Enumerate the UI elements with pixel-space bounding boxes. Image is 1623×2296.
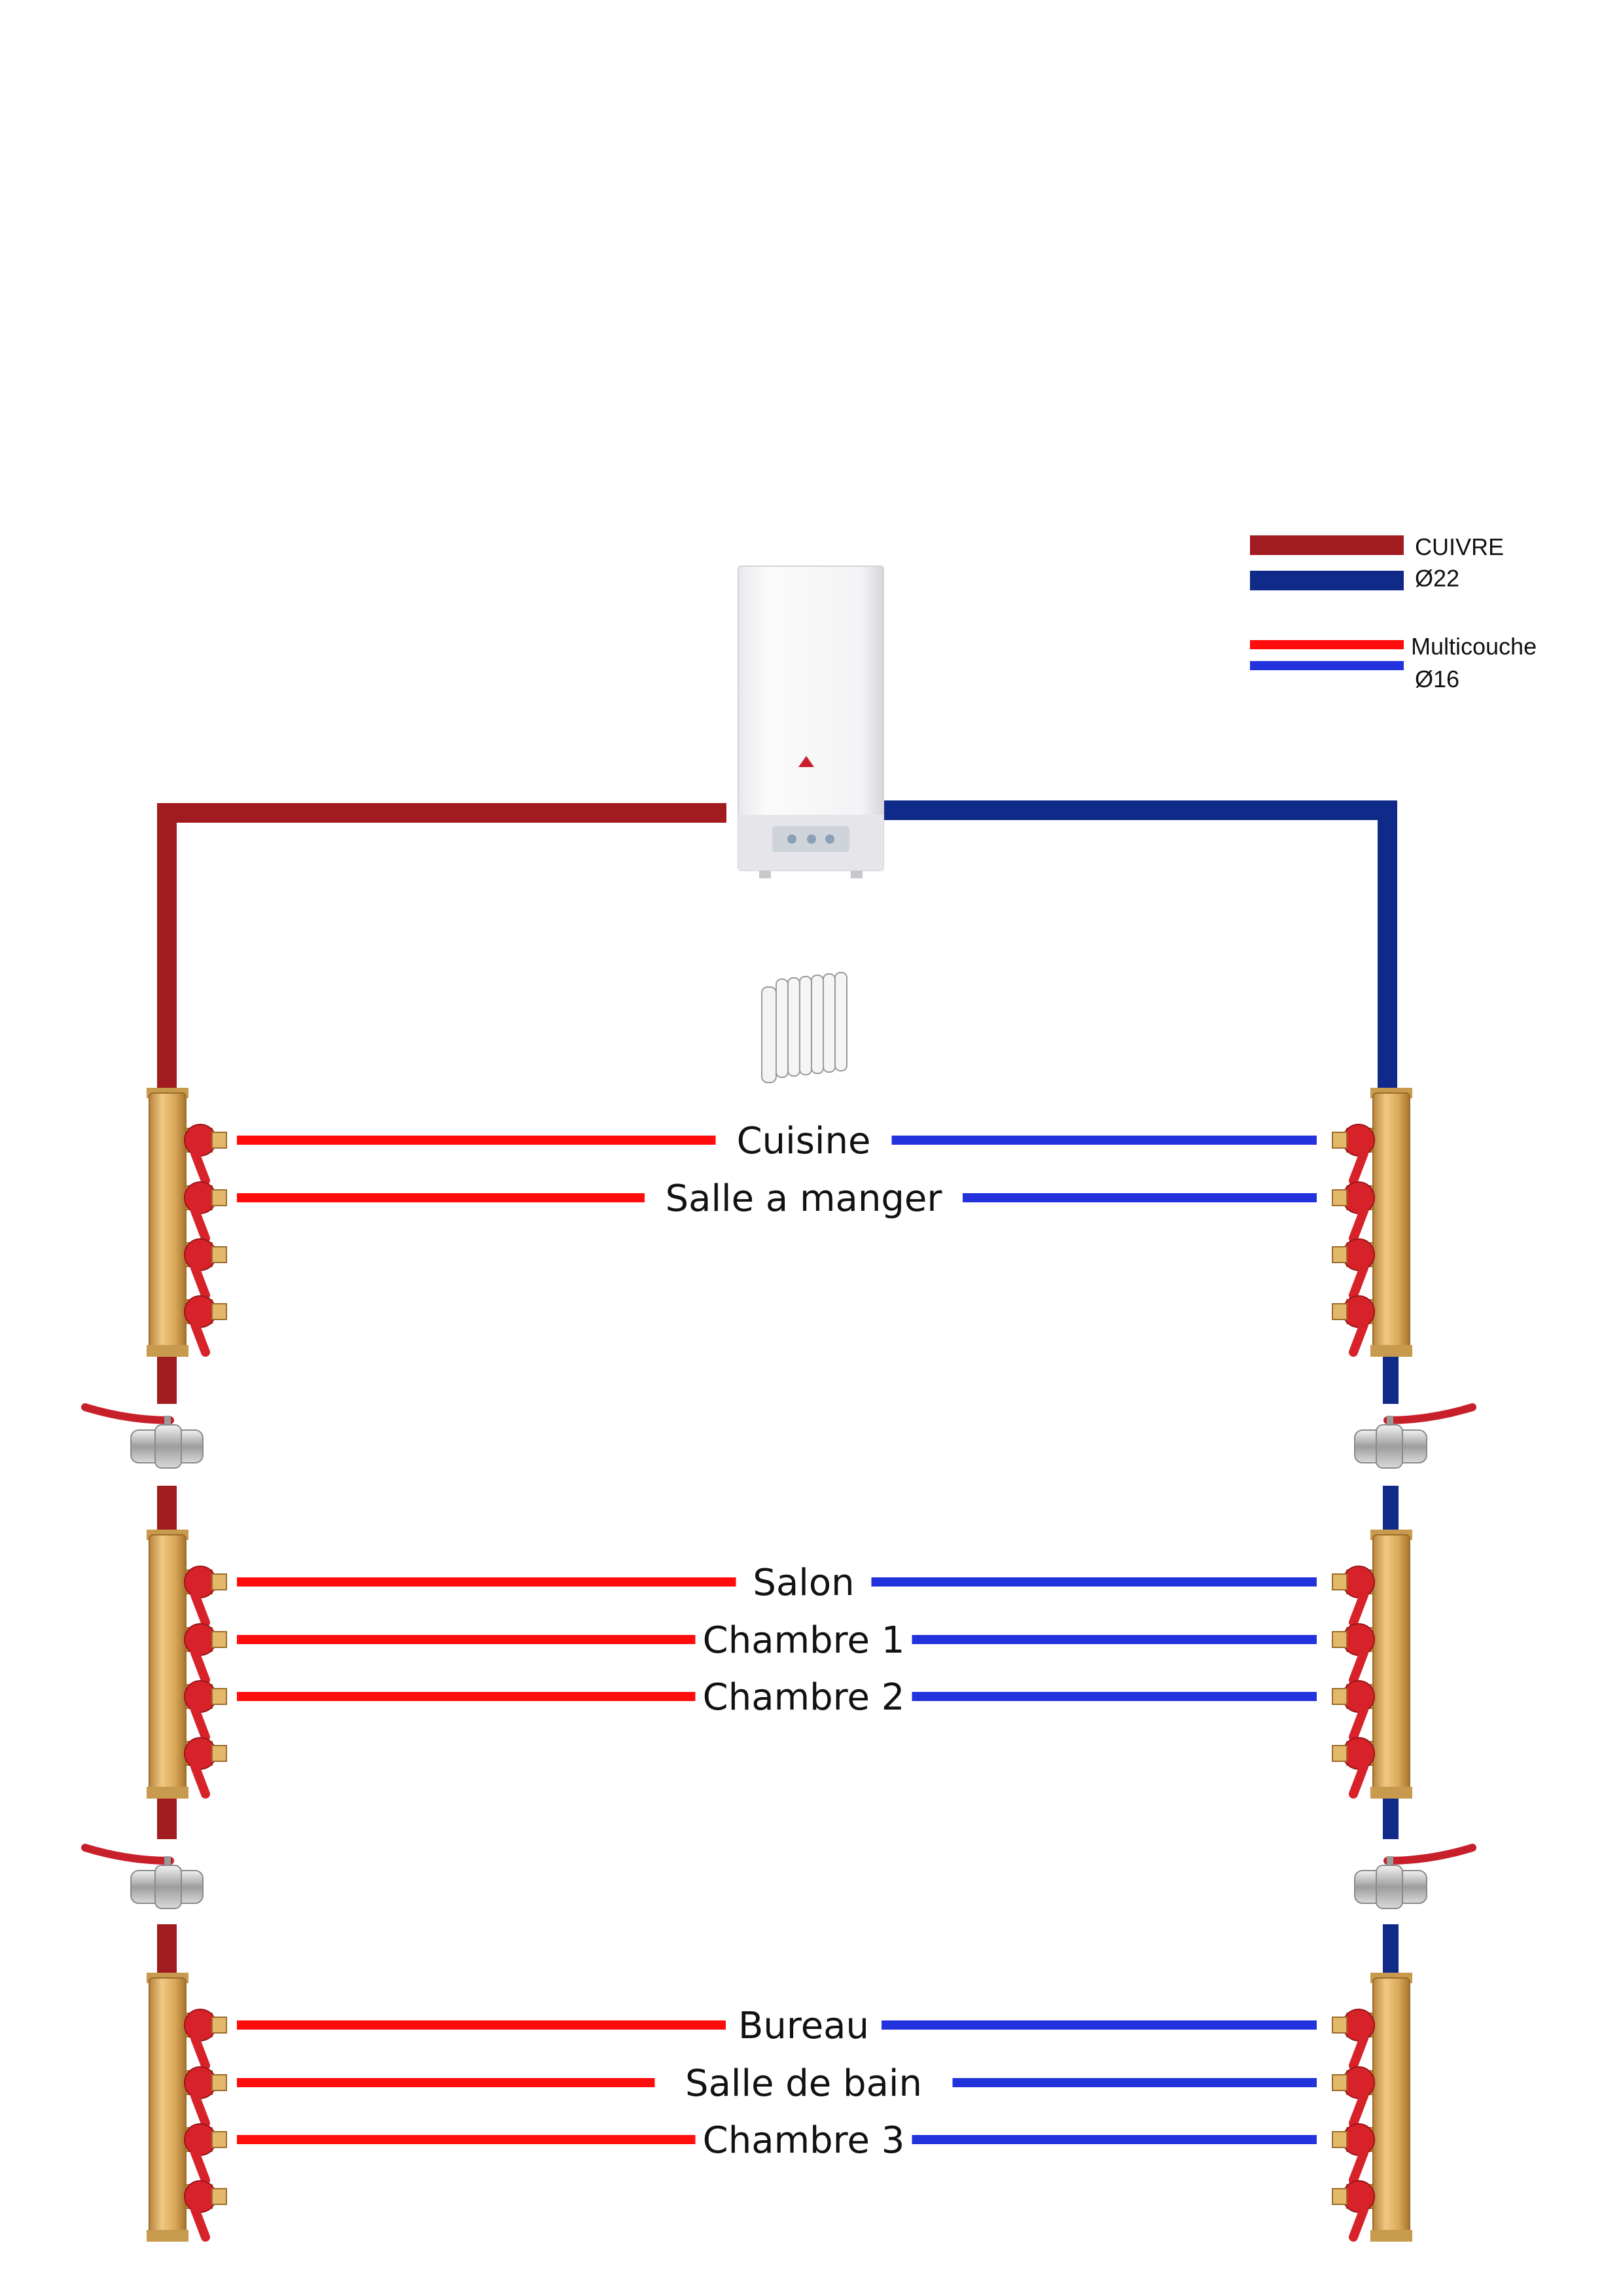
ball-valve-icon	[1354, 1403, 1476, 1469]
room-label: Chambre 3	[703, 2119, 905, 2162]
manifold-icon	[1332, 1530, 1412, 1799]
radiator-icon	[761, 972, 847, 1083]
manifold-outlet-valve	[184, 1737, 227, 1799]
manifold-outlet-valve	[184, 2123, 227, 2185]
manifold-body	[1372, 1092, 1410, 1352]
manifold-cap	[147, 1787, 188, 1799]
manifold-outlet-valve	[1332, 1566, 1375, 1627]
manifold-outlet-valve	[184, 1238, 227, 1300]
manifold-outlet-valve	[184, 2009, 227, 2070]
manifold-outlet-valve	[184, 1181, 227, 1243]
manifold-body	[149, 1092, 187, 1352]
ball-valve-icon	[81, 1403, 204, 1469]
manifold-outlet-valve	[184, 1623, 227, 1685]
ball-valve-icon	[1354, 1844, 1476, 1909]
room-label: Salon	[753, 1562, 854, 1604]
manifold-outlet-valve	[184, 2066, 227, 2128]
copper-supply-pipe	[157, 803, 726, 1984]
manifold-outlet-valve	[1332, 1737, 1375, 1799]
legend-copper-supply-swatch	[1250, 535, 1404, 555]
ball-valves	[81, 1403, 1476, 1909]
manifold-body	[149, 1977, 187, 2237]
manifold-outlet-valve	[1332, 2180, 1375, 2242]
manifold-body	[1372, 1534, 1410, 1794]
manifold-outlet-valve	[1332, 2009, 1375, 2070]
manifold-cap	[147, 1345, 188, 1357]
manifold-outlet-valve	[184, 1124, 227, 1185]
manifold-outlet-valve	[184, 1566, 227, 1627]
legend-multilayer-diameter: Ø16	[1415, 666, 1459, 692]
copper-return-pipe	[882, 800, 1399, 1984]
legend-multilayer-return-swatch	[1250, 661, 1404, 670]
manifold-outlet-valve	[1332, 2123, 1375, 2185]
manifold-outlet-valve	[1332, 1680, 1375, 1742]
manifold-icon	[147, 1530, 227, 1799]
manifold-outlet-valve	[1332, 2066, 1375, 2128]
manifold-icon	[147, 1973, 227, 2242]
legend-copper-diameter: Ø22	[1415, 565, 1459, 592]
ball-valve-icon	[81, 1844, 204, 1909]
legend-multilayer-supply-swatch	[1250, 640, 1404, 649]
manifold-outlet-valve	[184, 1295, 227, 1357]
room-label: Bureau	[738, 2005, 869, 2047]
manifold-cap	[1370, 1787, 1412, 1799]
room-label: Chambre 2	[703, 1676, 905, 1719]
manifold-outlet-valve	[1332, 1124, 1375, 1185]
manifold-cap	[147, 2230, 188, 2242]
legend-multilayer-label: Multicouche	[1411, 633, 1537, 660]
legend: CUIVRE Ø22 Multicouche Ø16	[1250, 533, 1537, 692]
manifold-outlet-valve	[184, 2180, 227, 2242]
manifold-outlet-valve	[1332, 1623, 1375, 1685]
manifold-cap	[1370, 1345, 1412, 1357]
manifold-body	[1372, 1977, 1410, 2237]
legend-copper-return-swatch	[1250, 571, 1404, 590]
manifold-body	[149, 1534, 187, 1794]
manifold-outlet-valve	[1332, 1295, 1375, 1357]
manifold-cap	[1370, 2230, 1412, 2242]
manifold-icon	[147, 1088, 227, 1357]
room-label: Chambre 1	[703, 1619, 905, 1662]
manifold-outlet-valve	[1332, 1238, 1375, 1300]
manifold-icon	[1332, 1973, 1412, 2242]
manifold-outlet-valve	[1332, 1181, 1375, 1243]
manifold-icon	[1332, 1088, 1412, 1357]
room-label: Cuisine	[737, 1120, 871, 1162]
room-label: Salle de bain	[685, 2062, 922, 2105]
legend-copper-label: CUIVRE	[1415, 533, 1504, 560]
room-label: Salle a manger	[666, 1177, 943, 1220]
manifold-outlet-valve	[184, 1680, 227, 1742]
boiler-icon	[738, 565, 884, 878]
